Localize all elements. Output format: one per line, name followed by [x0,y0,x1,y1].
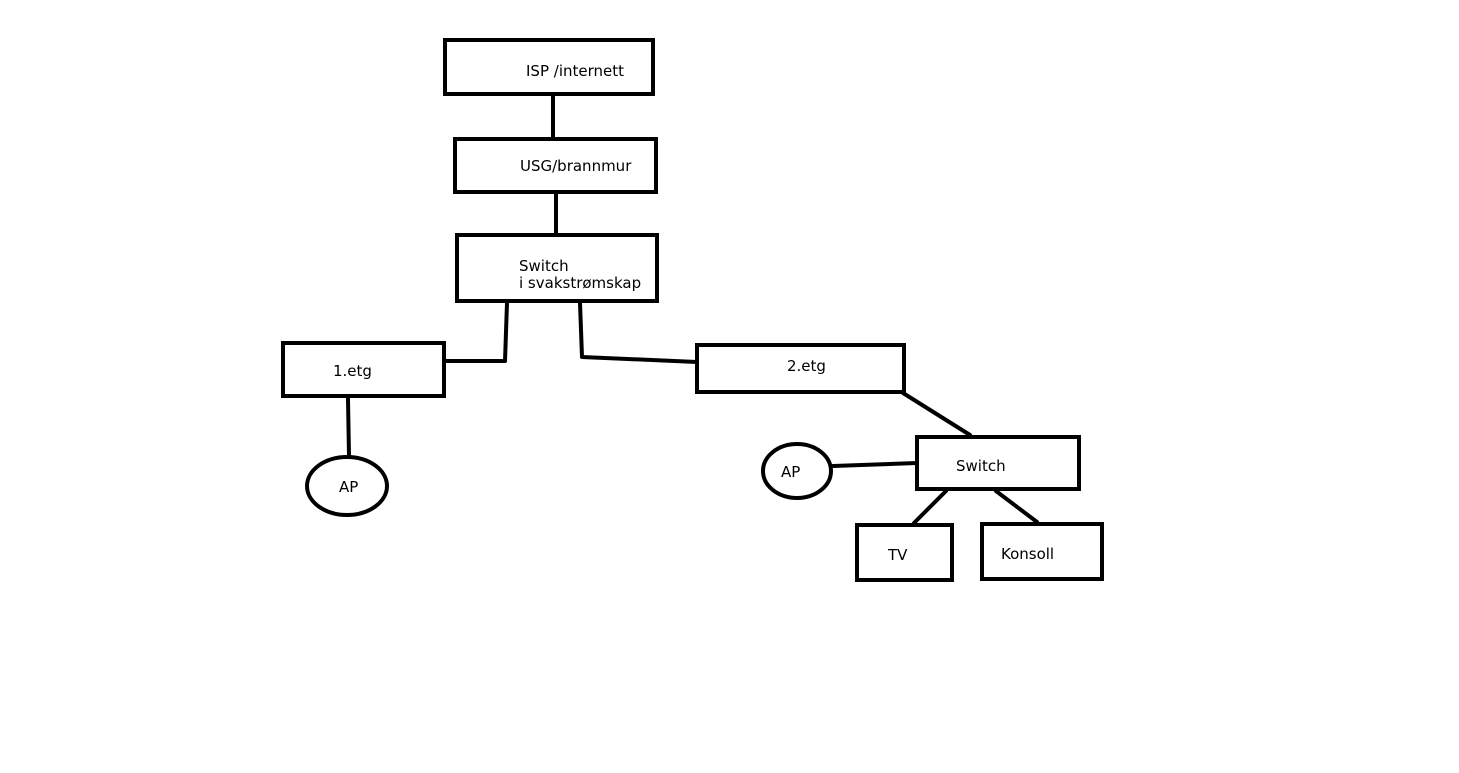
isp-box [443,38,655,96]
node-console: Konsoll [980,522,1104,581]
floor2-box [695,343,906,394]
floor2-ap-circle [761,442,833,500]
floor1-label: 1.etg [333,362,372,380]
console-label: Konsoll [1001,545,1054,563]
node-floor2: 2.etg [695,343,906,394]
floor2-switch-label: Switch [956,457,1006,475]
console-box [980,522,1104,581]
usg-label: USG/brannmur [520,157,632,175]
isp-label: ISP /internett [526,62,624,80]
floor2-label: 2.etg [787,357,826,375]
floor1-box [281,341,446,398]
edge-switch-tv [912,489,948,525]
node-usg: USG/brannmur [453,137,658,194]
connectors [346,93,1039,525]
floor2-switch-box [915,435,1081,491]
tv-label: TV [887,546,908,564]
tv-box [855,523,954,582]
floor1-ap-label: AP [339,478,358,496]
node-floor2-switch: Switch [915,435,1081,491]
usg-box [453,137,658,194]
node-isp: ISP /internett [443,38,655,96]
node-tv: TV [855,523,954,582]
node-floor1-ap: AP [305,455,389,517]
edge-floor2-switch [901,391,972,437]
core-switch-box [455,233,659,303]
node-core-switch: Switch i svakstrømskap [455,233,659,303]
floor2-ap-label: AP [781,463,800,481]
node-floor2-ap: AP [761,442,833,500]
edge-core-switch-floor1 [440,301,509,363]
edge-floor1-ap [346,397,351,458]
floor1-ap-circle [305,455,389,517]
edge-switch-console [994,489,1039,524]
core-switch-label-line1: Switch [519,257,569,275]
edge-switch-ap [831,461,919,468]
core-switch-label-line2: i svakstrømskap [519,274,641,292]
node-floor1: 1.etg [281,341,446,398]
edge-core-switch-floor2 [578,301,699,364]
